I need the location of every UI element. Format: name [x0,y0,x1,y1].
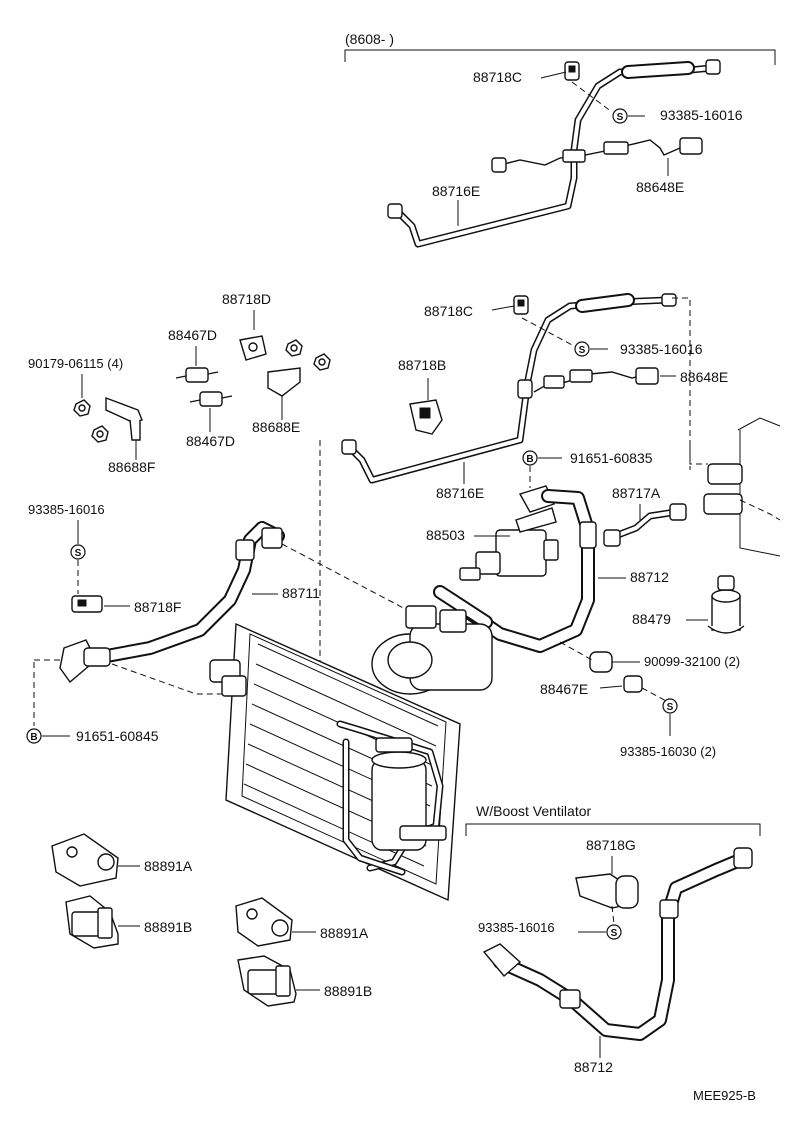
label-93385-16030: 93385-16030 (2) [620,744,716,759]
svg-text:S: S [75,548,82,559]
cover-icon [235,897,293,947]
label-88467e: 88467E [540,681,588,697]
grommet-icon [623,675,643,693]
label-88718f: 88718F [134,599,181,615]
middle-pipe-group: 88718C S 93385-16016 88648E 88718B 88716… [341,293,728,501]
diagram-code: MEE925-B [693,1088,756,1103]
label-88467d-1: 88467D [168,327,217,343]
label-88891a-2: 88891A [320,925,369,941]
symbol-b: B [522,450,538,466]
harness-88648e-top [491,137,703,173]
label-91651-60845: 91651-60845 [76,728,159,744]
relay-icon [175,367,219,383]
symbol-s: S [612,108,628,124]
label-88718d: 88718D [222,291,271,307]
label-88648e-mid: 88648E [680,369,728,385]
section-label-top: (8608- ) [345,31,394,47]
label-90179-06115: 90179-06115 (4) [28,356,123,371]
symbol-s: S [662,698,678,714]
label-88711: 88711 [282,585,320,601]
label-88479: 88479 [632,611,671,627]
section-label-boost: W/Boost Ventilator [476,803,592,819]
left-group: 93385-16016 S 88718F 88711 B [26,440,493,902]
svg-text:B: B [526,454,533,465]
hose-88711 [59,521,285,684]
label-91651-60835: 91651-60835 [570,450,653,466]
covers: 88891A 88891B 88891A 88891B [51,833,372,1007]
label-93385-16016-boost: 93385-16016 [478,920,555,935]
bracket-icon [239,335,267,361]
label-88467d-2: 88467D [186,433,235,449]
hose-icon [433,489,597,653]
nut-icon [285,339,303,357]
symbol-s: S [574,341,590,357]
label-88648e-top: 88648E [636,179,684,195]
svg-text:S: S [611,928,618,939]
symbol-s: S [70,544,86,560]
label-88712-mid: 88712 [630,569,669,585]
label-88503: 88503 [426,527,465,543]
clamp-icon [409,399,443,435]
valve-group: B 91651-60835 88503 88712 [426,417,781,759]
label-88712-boost: 88712 [574,1059,613,1075]
cover-icon [51,833,119,887]
cover-icon [65,895,119,949]
bracket-icon [105,396,143,441]
label-90099-32100: 90099-32100 (2) [644,654,740,669]
symbol-b: B [26,728,42,744]
pipe-88717a [603,503,687,547]
label-88718g: 88718G [586,837,636,853]
svg-text:B: B [30,732,37,743]
label-88718b: 88718B [398,357,446,373]
bracket-icon [267,367,301,397]
evaporator-stub [689,417,781,557]
label-93385-16016-left: 93385-16016 [28,502,105,517]
label-88891b-1: 88891B [144,919,192,935]
nut-icon [91,425,109,443]
clip-icon [513,295,529,315]
cover-icon [237,955,297,1007]
harness-88648e-mid [533,367,659,393]
bracket-icon [575,873,639,909]
svg-text:S: S [617,112,624,123]
label-88688e: 88688E [252,419,300,435]
nut-icon [73,399,91,417]
relay-icon [189,391,233,407]
receiver-drier-icon [707,575,745,634]
hose-icon [482,847,753,1041]
boost-bracket-line [465,823,761,836]
cushion-icon [589,651,613,673]
receiver-tank-icon [371,737,447,851]
label-93385-16016-top: 93385-16016 [660,107,743,123]
label-88718c-top: 88718C [473,69,522,85]
label-88718c-mid: 88718C [424,303,473,319]
label-88688f: 88688F [108,459,155,475]
label-93385-16016-mid: 93385-16016 [620,341,703,357]
small-parts: 88718D 88467D 88467D 90179-06115 (4) [28,291,331,475]
clip-icon [71,595,103,613]
boost-section: W/Boost Ventilator 88718G S 93385-16016 … [465,803,761,1075]
label-88891a-1: 88891A [144,858,193,874]
svg-text:S: S [579,345,586,356]
label-88891b-2: 88891B [324,983,372,999]
symbol-s: S [606,924,622,940]
liquid-line [336,720,444,876]
top-section: (8608- ) 88718C [344,31,776,248]
top-bracket-line [344,49,776,65]
nut-icon [313,353,331,371]
label-88716e-top: 88716E [432,183,480,199]
label-88717a: 88717A [612,485,661,501]
label-88716e-mid: 88716E [436,485,484,501]
compressor-icon [371,605,493,695]
clip-icon [564,61,580,81]
svg-text:S: S [667,702,674,713]
